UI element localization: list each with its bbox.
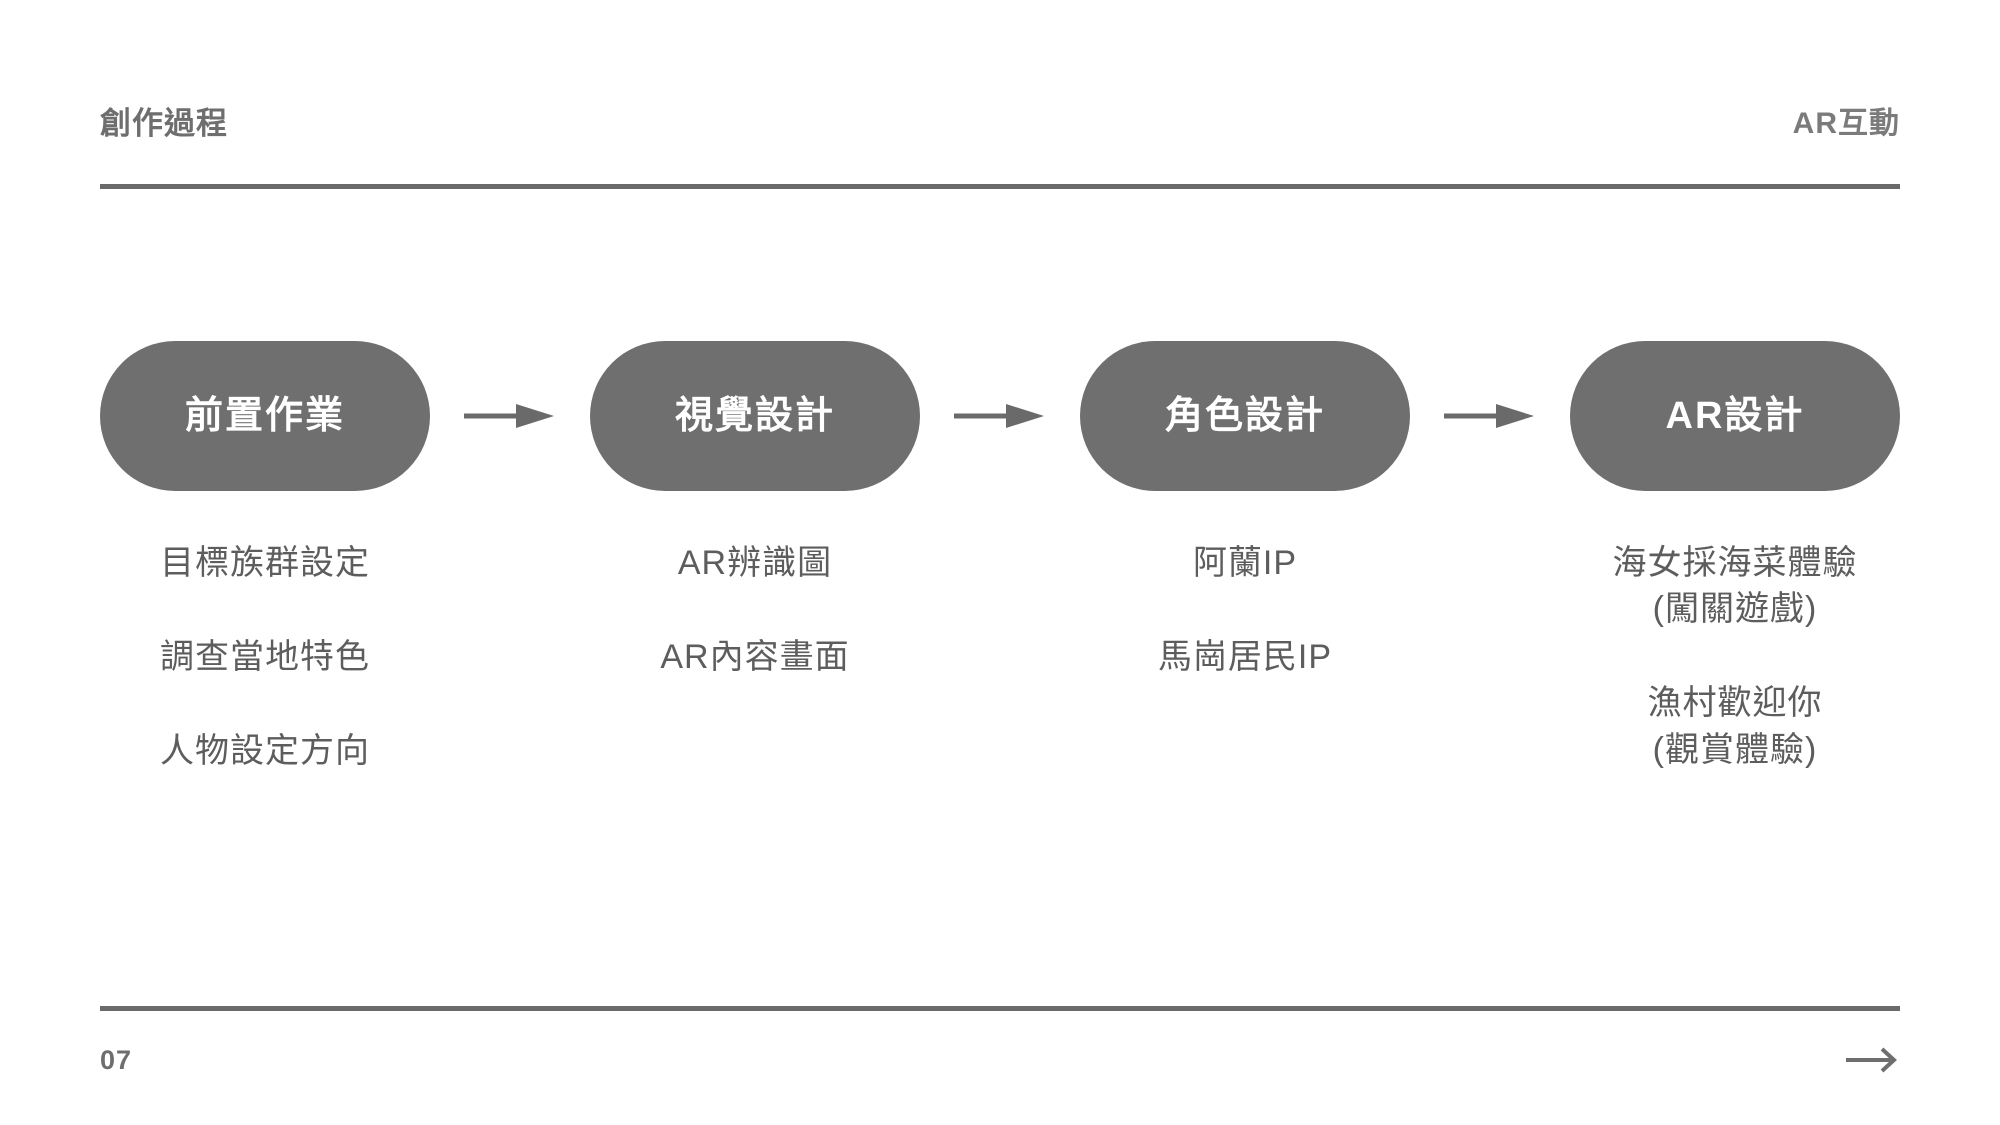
detail-column: 阿蘭IP 馬崗居民IP bbox=[1080, 540, 1410, 680]
section-label: AR互動 bbox=[1792, 107, 1900, 140]
detail-column: 海女採海菜體驗 (闖關遊戲) 漁村歡迎你 (觀賞體驗) bbox=[1570, 540, 1900, 773]
page-title: 創作過程 bbox=[100, 106, 228, 141]
flow-node[interactable]: 前置作業 bbox=[100, 341, 430, 491]
detail-line: 阿蘭IP bbox=[1192, 544, 1298, 582]
detail-line: (觀賞體驗) bbox=[1652, 730, 1818, 769]
detail-line: (闖關遊戲) bbox=[1652, 590, 1818, 629]
page-number: 07 bbox=[100, 1044, 133, 1075]
flow-node-label: 前置作業 bbox=[184, 395, 345, 437]
detail-entry: 馬崗居民IP bbox=[1080, 634, 1410, 680]
detail-entry: 目標族群設定 bbox=[100, 540, 430, 586]
detail-column: AR辨識圖 AR內容畫面 bbox=[590, 540, 920, 680]
flow-node-label: 視覺設計 bbox=[674, 395, 835, 437]
detail-entry: AR辨識圖 bbox=[590, 540, 920, 586]
detail-entry: 調查當地特色 bbox=[100, 634, 430, 680]
detail-line: 調查當地特色 bbox=[160, 638, 370, 677]
detail-entry: 海女採海菜體驗 (闖關遊戲) bbox=[1570, 540, 1900, 632]
detail-entry: AR內容畫面 bbox=[590, 634, 920, 680]
detail-line: 馬崗居民IP bbox=[1157, 638, 1333, 677]
next-slide-button[interactable] bbox=[1844, 1044, 1900, 1076]
detail-column: 目標族群設定調查當地特色人物設定方向 bbox=[100, 540, 430, 775]
header-divider bbox=[100, 184, 1900, 189]
flow-node-label: 角色設計 bbox=[1164, 395, 1325, 437]
detail-line: 海女採海菜體驗 bbox=[1612, 544, 1858, 582]
slide-header: 創作過程 AR互動 bbox=[100, 108, 1900, 139]
flow-node[interactable]: AR設計 bbox=[1570, 341, 1900, 491]
detail-entry: 阿蘭IP bbox=[1080, 540, 1410, 586]
detail-line: AR辨識圖 bbox=[677, 544, 833, 582]
detail-line: 人物設定方向 bbox=[160, 732, 370, 771]
flow-arrow-1 bbox=[462, 402, 558, 430]
flow-node[interactable]: 角色設計 bbox=[1080, 341, 1410, 491]
detail-line: 目標族群設定 bbox=[160, 544, 370, 582]
process-detail-columns: 目標族群設定調查當地特色人物設定方向 AR辨識圖 AR內容畫面 阿蘭IP 馬崗居民IP 海… bbox=[100, 540, 1900, 775]
footer-divider bbox=[100, 1006, 1900, 1011]
slide-footer: 07 bbox=[100, 1036, 1900, 1084]
detail-line: AR內容畫面 bbox=[660, 638, 850, 677]
flow-arrow-3 bbox=[1442, 402, 1538, 430]
detail-entry: 人物設定方向 bbox=[100, 728, 430, 774]
flow-node-label: AR設計 bbox=[1665, 395, 1805, 437]
process-flow: 前置作業 視覺設計 角色設計 AR設計 bbox=[100, 341, 1900, 491]
arrow-right-icon bbox=[1844, 1044, 1900, 1076]
flow-arrow-2 bbox=[952, 402, 1048, 430]
detail-line: 漁村歡迎你 bbox=[1647, 684, 1823, 723]
flow-node[interactable]: 視覺設計 bbox=[590, 341, 920, 491]
detail-entry: 漁村歡迎你 (觀賞體驗) bbox=[1570, 680, 1900, 772]
